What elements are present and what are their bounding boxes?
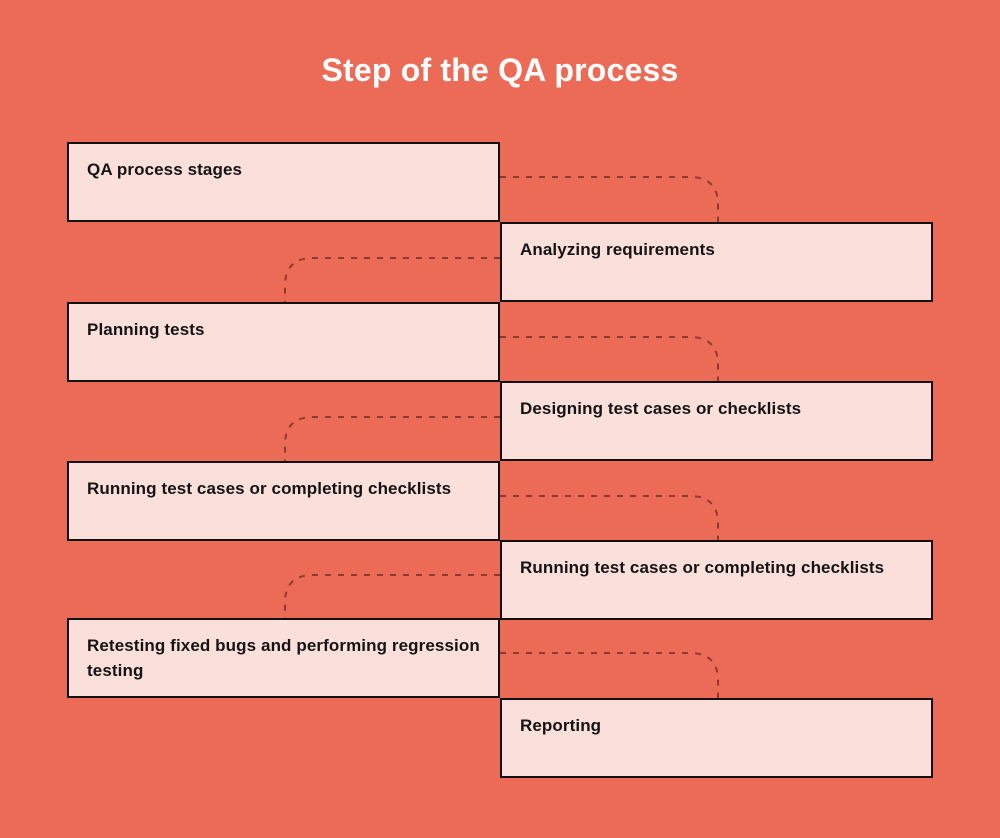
stage-box[interactable]: Reporting — [500, 698, 933, 778]
connector-line — [500, 176, 719, 222]
page-title: Step of the QA process — [321, 52, 679, 88]
connector-line — [284, 574, 500, 618]
connector-line — [500, 495, 719, 540]
connector-line — [284, 257, 500, 302]
stage-box[interactable]: Planning tests — [67, 302, 500, 382]
connector-line — [284, 416, 500, 461]
connector-line — [500, 336, 719, 381]
stage-box-label: Running test cases or completing checkli… — [520, 558, 885, 577]
stage-box[interactable]: Retesting fixed bugs and performing regr… — [67, 618, 500, 698]
stage-box-label: QA process stages — [87, 160, 243, 179]
stage-box[interactable]: QA process stages — [67, 142, 500, 222]
stage-box[interactable]: Analyzing requirements — [500, 222, 933, 302]
stage-box-label: Running test cases or completing checkli… — [87, 479, 452, 498]
stage-box-label: Retesting fixed bugs and performing regr… — [87, 636, 480, 680]
stage-box-label: Analyzing requirements — [520, 240, 715, 259]
stage-box-label: Reporting — [520, 716, 602, 735]
stage-box[interactable]: Running test cases or completing checkli… — [67, 461, 500, 541]
connector-line — [500, 652, 719, 698]
stage-box-label: Designing test cases or checklists — [520, 399, 802, 418]
stage-box[interactable]: Running test cases or completing checkli… — [500, 540, 933, 620]
stage-box-label: Planning tests — [87, 320, 205, 339]
stage-box[interactable]: Designing test cases or checklists — [500, 381, 933, 461]
